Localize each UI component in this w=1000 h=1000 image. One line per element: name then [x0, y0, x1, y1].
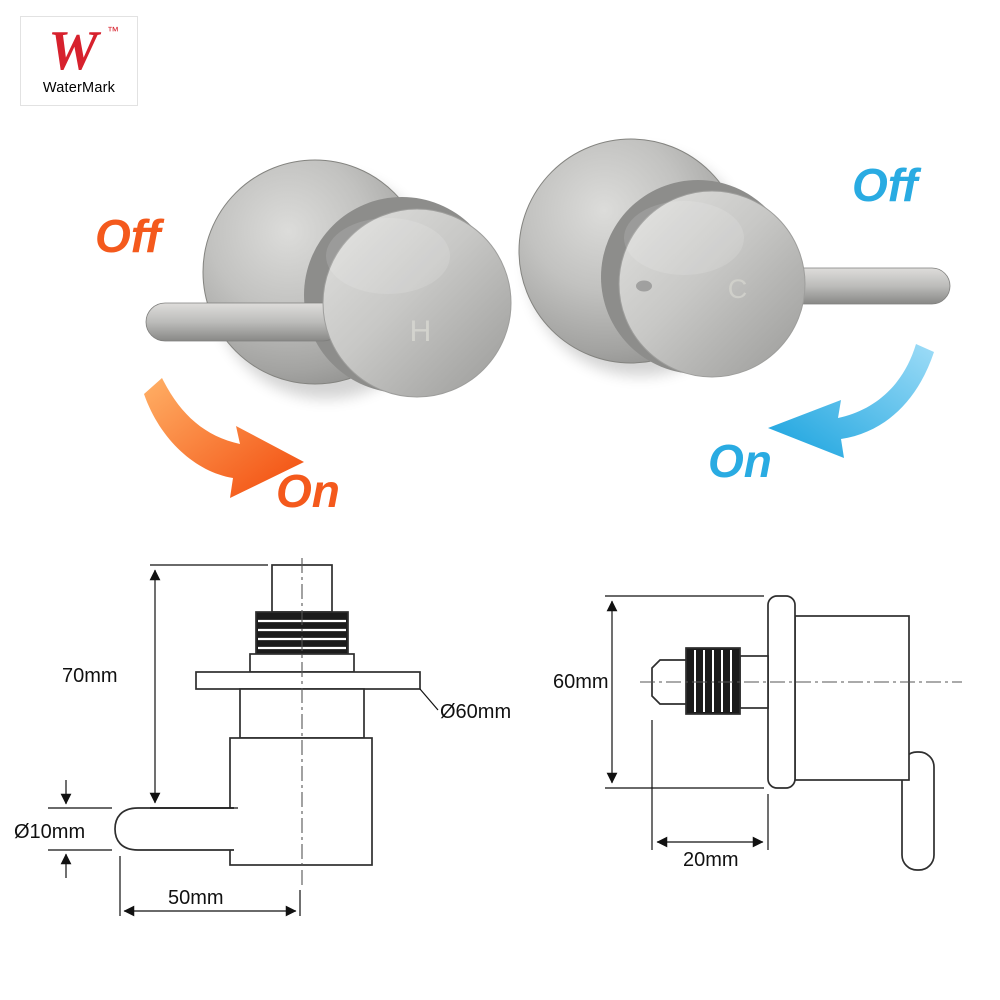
watermark-certification-badge: W ™ WaterMark [20, 16, 138, 106]
dim-flange-diameter: Ø60mm [440, 701, 511, 723]
hot-off-label: Off [95, 210, 161, 262]
dim-height-70: 70mm [62, 665, 118, 687]
dim-height-60: 60mm [553, 671, 609, 693]
hot-knob-highlight [326, 218, 450, 294]
cold-rotation-arrow-icon [768, 344, 934, 458]
dim-handle-length: 50mm [168, 887, 224, 909]
cold-valve-photo: C [518, 138, 951, 378]
right-drawing-views [640, 595, 962, 871]
technical-drawings: 70mm Ø60mm Ø10mm 50mm [14, 558, 962, 917]
hot-on-label: On [276, 465, 340, 517]
right-drawing-dimensions [605, 595, 769, 850]
cold-marking: C [728, 274, 749, 304]
cold-off-label: Off [852, 159, 918, 211]
hot-valve-lever [145, 302, 343, 342]
left-drawing-dimensions [48, 564, 439, 917]
hot-valve-knob [322, 208, 512, 398]
cold-knob-highlight [624, 201, 744, 275]
hot-valve-photo: H [145, 159, 512, 399]
hot-marking: H [410, 315, 433, 348]
cold-on-label: On [708, 435, 772, 487]
trademark-symbol: ™ [107, 24, 119, 38]
watermark-label: WaterMark [42, 80, 116, 96]
dim-depth-20: 20mm [683, 849, 739, 871]
watermark-w: W [48, 20, 102, 79]
cold-valve-knob [618, 190, 806, 378]
watermark-logo-icon: W ™ [48, 20, 119, 82]
left-drawing-views [114, 558, 421, 888]
valves-photo: H C [144, 138, 951, 498]
cold-flange-detail [636, 280, 652, 292]
dim-handle-diameter: Ø10mm [14, 821, 85, 843]
hot-rotation-arrow-icon [144, 378, 304, 498]
